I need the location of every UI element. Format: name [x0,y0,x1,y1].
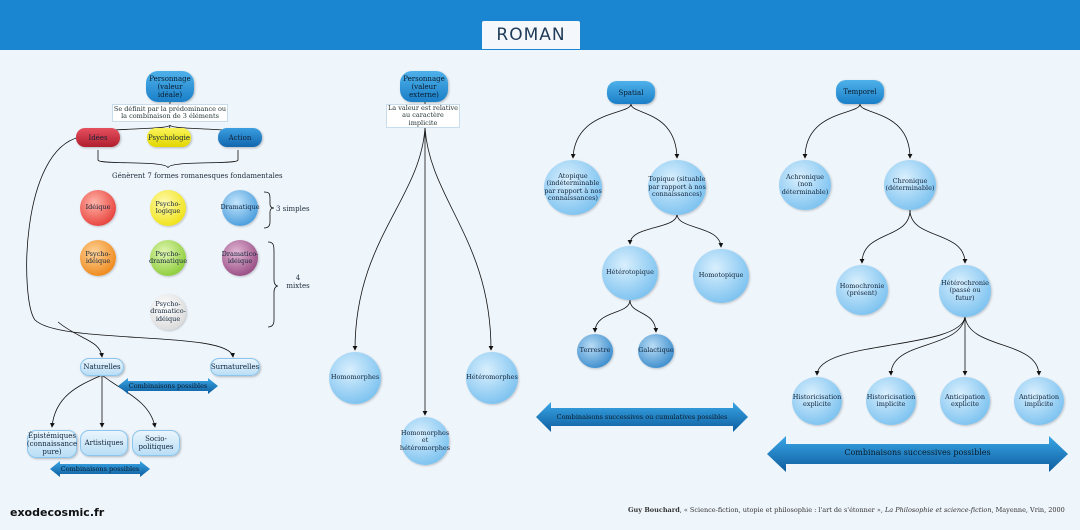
dramatique-circle: Dramatique [220,190,260,226]
personnage-externe-node: Personnage (valeur externe) [400,71,448,102]
temporel-node: Temporel [836,80,884,104]
heterochronie-circle: Hétérochronie (passé ou futur) [939,265,991,317]
psycho-dramatique-circle: Psycho-dramatique [149,240,187,276]
atopique-circle: Atopique (indéterminable par rapport à n… [544,160,602,215]
historicisation-implicite-circle: Historicisation implicite [866,377,916,425]
spatial-combinations-arrow: Combinaisons successives ou cumulatives … [556,413,728,421]
double-arrow-shapes [50,378,1068,477]
homochronie-circle: Homochronie (présent) [836,265,888,315]
naturelles-node: Naturelles [80,358,124,376]
socio-politiques-node: Socio-politiques [132,430,180,456]
dramatico-ideique-circle: Dramatico-idéique [222,240,258,276]
ideique-circle: Idéique [80,190,116,226]
temporel-combinations-arrow: Combinaisons successives possibles [844,448,991,457]
homomorphes-circle: Homomorphes [329,352,381,404]
psychologique-circle: Psycho-logique [150,190,186,226]
anticipation-explicite-circle: Anticipation explicite [940,377,990,425]
idees-node: Idées [76,128,120,147]
achronique-circle: Achronique (non déterminable) [779,160,831,210]
psycho-dramatico-ideique-circle: Psycho-dramatico-idéique [150,294,186,330]
chronique-circle: Chronique (déterminable) [884,160,936,210]
combinations-arrow-2: Combinaisons possibles [60,465,140,473]
citation-text: , « Science-fiction, utopie et philosoph… [679,506,885,514]
combinations-arrow-1: Combinaisons possibles [128,382,208,390]
topique-circle: Topique (situable par rapport à nos conn… [648,160,706,215]
definition-note: Se définit par la prédominance ou la com… [112,104,228,122]
heteromorphes-circle: Hétéromorphes [466,352,518,404]
citation-author: Guy Bouchard [628,506,680,514]
homo-heteromorphes-circle: Homomorphes et hétéromorphes [400,417,450,465]
personnage-ideale-node: Personnage (valeur idéale) [146,71,194,102]
citation-book: La Philosophie et science-fiction [884,506,992,514]
citation: Guy Bouchard, « Science-fiction, utopie … [628,506,1065,514]
action-node: Action [218,128,262,147]
psycho-ideique-circle: Psycho-idéique [80,240,116,276]
genres-label: Génèrent 7 formes romanesques fondamenta… [112,172,283,180]
mixed-forms-label: 4 mixtes [286,274,310,290]
heterotopique-circle: Hétérotopique [602,246,658,300]
surnaturelles-node: Surnaturelles [210,358,260,376]
historicisation-explicite-circle: Historicisation explicite [792,377,842,425]
site-logo-text: exodecosmic.fr [10,506,105,519]
artistiques-node: Artistiques [80,430,128,456]
spatial-node: Spatial [607,81,655,104]
homotopique-circle: Homotopique [693,249,749,303]
page-title: ROMAN [481,20,581,49]
galactique-circle: Galactique [638,334,674,368]
terrestre-circle: Terrestre [577,334,613,368]
citation-publisher: , Mayenne, Vrin, 2000 [991,506,1065,514]
simple-forms-label: 3 simples [276,205,310,213]
psychologie-node: Psychologie [147,128,191,147]
anticipation-implicite-circle: Anticipation implicite [1014,377,1064,425]
epistemiques-node: Épistémiques (connaissance pure) [26,430,78,458]
valeur-note: La valeur est relative au caractère impl… [386,103,460,128]
